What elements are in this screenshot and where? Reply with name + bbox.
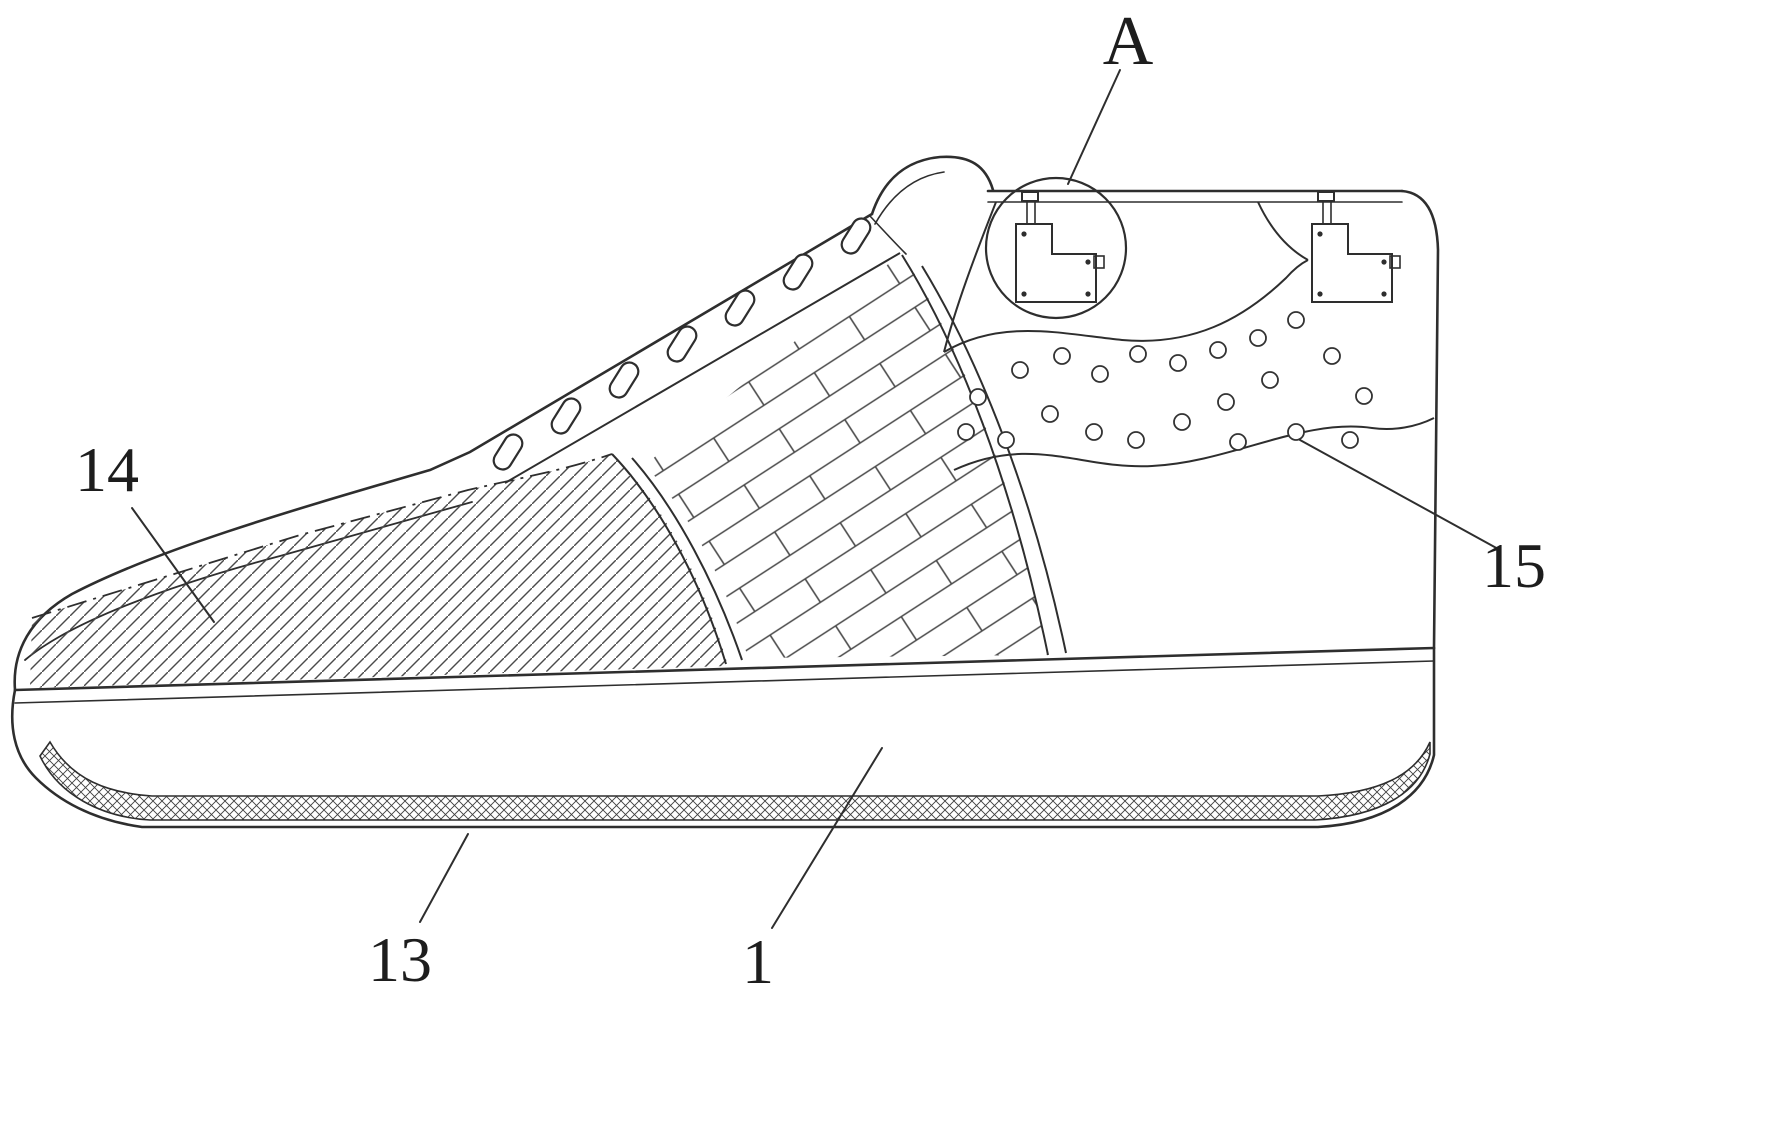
lace-stay-inner-line [504, 252, 901, 484]
leader-line-1 [771, 747, 883, 929]
heel-perforations [957, 311, 1373, 451]
collar-seams [943, 201, 1435, 471]
ref-label-15: 15 [1482, 530, 1546, 601]
woven-mid-panel [645, 256, 1048, 658]
bar-clamp-fitting-left [1015, 191, 1105, 303]
ref-label-a: A [1102, 3, 1154, 80]
ref-label-13: 13 [368, 924, 432, 995]
ref-label-1: 1 [742, 926, 774, 997]
detail-a-circle [984, 176, 1128, 320]
leader-line-15 [1299, 439, 1501, 551]
toe-cap-phantom-boundary [31, 453, 613, 619]
leader-line-13 [419, 833, 469, 923]
vamp-seam [611, 453, 743, 665]
leader-line-a [1067, 69, 1121, 185]
outsole-tread-band [39, 740, 1431, 821]
sole-outline [10, 646, 1436, 829]
ref-label-14: 14 [75, 434, 139, 505]
lace-eyelet-loops [492, 217, 872, 471]
leader-line-14 [131, 507, 215, 623]
bar-clamp-fitting-right [1311, 191, 1401, 303]
toe-cap-hatched-panel [30, 454, 728, 688]
leader-lines [131, 69, 1501, 929]
